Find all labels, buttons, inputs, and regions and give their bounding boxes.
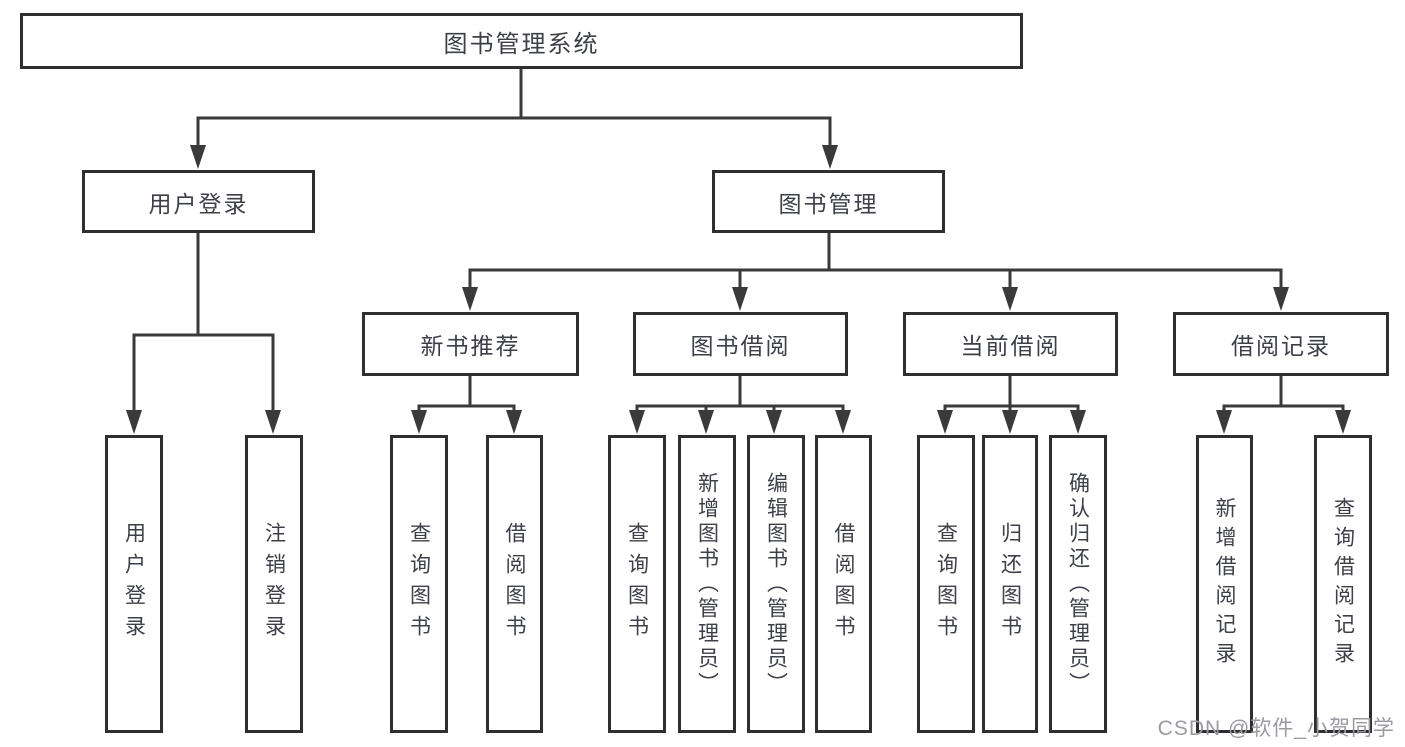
node-label: 查询借阅记录 — [1331, 497, 1355, 671]
arrow-down-icon — [937, 410, 953, 434]
arrow-down-icon — [1273, 287, 1289, 311]
node-borrow-books-newbooks: 借阅图书 — [486, 435, 543, 733]
node-label: 借阅记录 — [1231, 333, 1331, 359]
node-label: 新增借阅记录 — [1213, 497, 1236, 671]
node-confirm-return-admin: 确认归还（管理员） — [1049, 435, 1107, 733]
node-label: 图书借阅 — [690, 333, 791, 359]
node-label: 新增图书（管理员） — [695, 471, 719, 697]
node-label: 用户登录 — [122, 522, 146, 646]
arrow-down-icon — [629, 410, 645, 434]
arrowhead-icons — [126, 145, 1351, 434]
node-query-books-current: 查询图书 — [917, 435, 975, 733]
arrow-down-icon — [822, 145, 838, 169]
node-borrow-books-borrowing: 借阅图书 — [815, 435, 872, 733]
arrow-down-icon — [1002, 287, 1018, 311]
node-label: 查询图书 — [407, 522, 431, 646]
arrow-down-icon — [190, 145, 206, 169]
node-query-borrow-record: 查询借阅记录 — [1314, 435, 1372, 733]
arrow-down-icon — [506, 410, 522, 434]
node-user-login: 用户登录 — [82, 170, 315, 233]
arrow-down-icon — [126, 410, 142, 434]
arrow-down-icon — [732, 287, 748, 311]
node-add-borrow-record: 新增借阅记录 — [1196, 435, 1253, 733]
arrow-down-icon — [462, 287, 478, 311]
node-query-books-newbooks: 查询图书 — [390, 435, 448, 733]
node-logout-leaf: 注销登录 — [245, 435, 303, 733]
node-label: 查询图书 — [934, 522, 958, 646]
node-new-book-recommendation: 新书推荐 — [362, 312, 579, 376]
arrow-down-icon — [1002, 410, 1018, 434]
node-label: 用户登录 — [148, 190, 249, 217]
node-label: 查询图书 — [625, 522, 649, 646]
node-library-system: 图书管理系统 — [20, 13, 1023, 69]
csdn-watermark: CSDN @软件_小贺同学 — [1157, 717, 1395, 740]
node-label: 借阅图书 — [503, 522, 526, 646]
node-borrowing-records: 借阅记录 — [1173, 312, 1389, 376]
node-label: 确认归还（管理员） — [1066, 471, 1090, 697]
arrow-down-icon — [1070, 410, 1086, 434]
arrow-down-icon — [411, 410, 427, 434]
node-edit-books-admin: 编辑图书（管理员） — [747, 435, 805, 733]
arrow-down-icon — [835, 410, 851, 434]
arrow-down-icon — [1335, 410, 1351, 434]
node-label: 新书推荐 — [420, 333, 521, 359]
node-login-leaf: 用户登录 — [105, 435, 163, 733]
node-current-borrowing: 当前借阅 — [903, 312, 1118, 376]
node-book-borrowing: 图书借阅 — [633, 312, 848, 376]
arrow-down-icon — [265, 410, 281, 434]
node-query-books-borrowing: 查询图书 — [608, 435, 666, 733]
node-label: 当前借阅 — [960, 333, 1061, 359]
node-label: 借阅图书 — [832, 522, 855, 646]
arrow-down-icon — [698, 410, 714, 434]
node-label: 归还图书 — [998, 522, 1022, 646]
arrow-down-icon — [766, 410, 782, 434]
node-label: 图书管理 — [778, 190, 879, 217]
node-book-management: 图书管理 — [712, 170, 945, 233]
node-add-books-admin: 新增图书（管理员） — [678, 435, 736, 733]
arrow-down-icon — [1216, 410, 1232, 434]
node-label: 注销登录 — [262, 522, 286, 646]
node-label: 编辑图书（管理员） — [764, 471, 788, 697]
node-return-books: 归还图书 — [982, 435, 1038, 733]
node-label: 图书管理系统 — [443, 30, 600, 58]
